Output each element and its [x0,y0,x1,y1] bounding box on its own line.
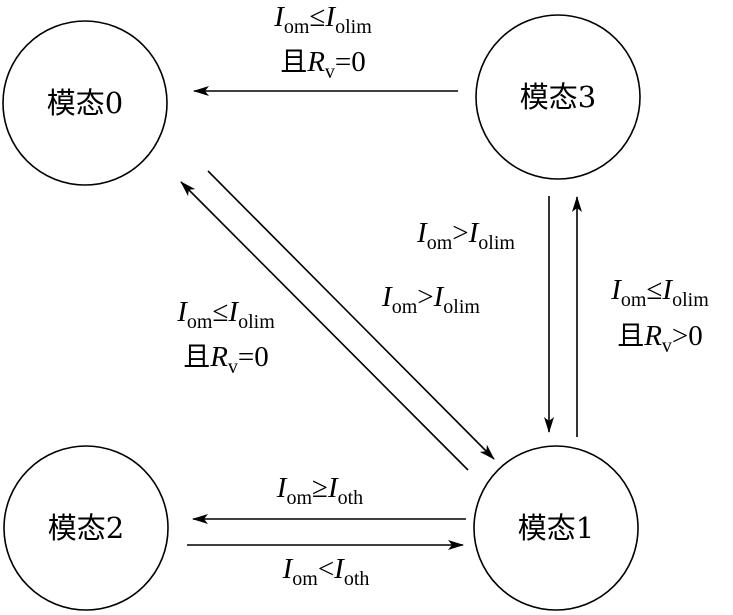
label-mode3-to-mode0-line1: Iom≤Iolim [273,1,372,38]
node-mode2: 模态2 [3,445,169,611]
node-mode3-circle [475,14,641,180]
node-mode0-label: 模态0 [47,86,123,120]
edge-mode1-to-mode0 [180,181,469,471]
node-mode0-circle [2,20,168,186]
label-mode1-to-mode3-line2: 且Rv>0 [617,320,703,357]
label-mode3-to-mode1: Iom>Iolim [416,217,515,254]
label-mode0-to-mode1: Iom>Iolim [381,281,480,318]
node-mode1-circle [473,445,639,611]
node-mode2-label: 模态2 [48,511,124,545]
label-mode1-to-mode2: Iom≥Ioth [276,472,363,509]
node-mode1: 模态1 [473,445,639,611]
node-mode3: 模态3 [475,14,641,180]
label-mode3-to-mode0-line2: 且Rv=0 [280,46,366,83]
label-mode1-to-mode0-line2: 且Rv=0 [183,341,269,378]
node-mode3-label: 模态3 [520,80,596,114]
label-mode1-to-mode0-line1: Iom≤Iolim [176,296,275,333]
node-mode1-label: 模态1 [518,511,594,545]
node-mode0: 模态0 [2,20,168,186]
label-mode1-to-mode3-line1: Iom≤Iolim [610,274,709,311]
edge-mode0-to-mode1 [207,170,495,460]
node-mode2-circle [3,445,169,611]
label-mode2-to-mode1: Iom<Ioth [282,553,370,590]
